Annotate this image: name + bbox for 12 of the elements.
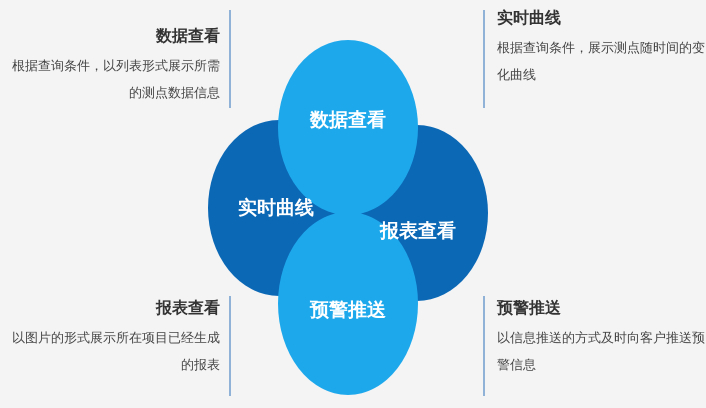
description-text: 以信息推送的方式及时向客户推送预警信息 (497, 330, 706, 375)
description-text: 根据查询条件，展示测点随时间的变化曲线 (497, 40, 706, 85)
section-heading: 预警推送 (497, 298, 562, 319)
section-heading: 报表查看 (154, 298, 220, 319)
section-heading: 数据查看 (154, 26, 220, 47)
petal-label: 实时曲线 (238, 196, 314, 221)
petal-label: 报表查看 (380, 219, 456, 244)
petal-label: 预警推送 (310, 298, 386, 323)
description-text: 以图片的形式展示所在项目已经生成的报表 (11, 330, 220, 375)
section-heading: 实时曲线 (497, 8, 562, 29)
description-text: 根据查询条件，以列表形式展示所需的测点数据信息 (11, 58, 220, 103)
petal-label: 数据查看 (310, 108, 386, 133)
